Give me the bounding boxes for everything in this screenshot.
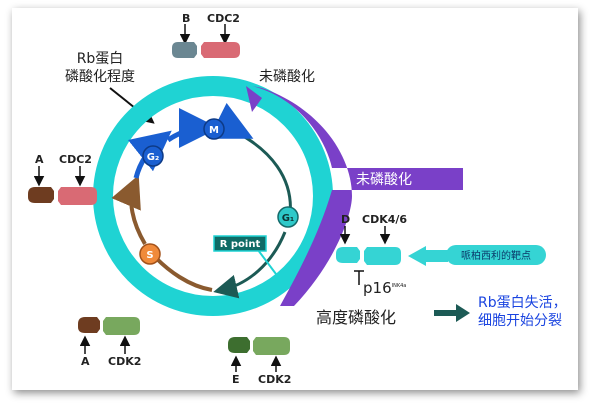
rb-label-line2: 磷酸化程度 bbox=[65, 69, 135, 85]
bottom-cyclin-label: E bbox=[232, 373, 240, 386]
complex-top bbox=[172, 24, 240, 58]
phosphorylation-ring bbox=[93, 76, 333, 316]
p16-inhibitor-label: p16INK4a bbox=[363, 279, 406, 297]
complex-bottom-left bbox=[78, 317, 140, 354]
g2-to-m-arc bbox=[166, 108, 219, 149]
right-cyclin-label: D bbox=[341, 213, 351, 226]
m-label: M bbox=[209, 125, 219, 136]
s-phase-arc bbox=[154, 256, 213, 292]
result-arrow bbox=[434, 304, 470, 322]
wedge-tip bbox=[246, 86, 262, 112]
complex-left bbox=[28, 166, 97, 205]
left-cyclin-label: A bbox=[35, 153, 44, 166]
bottom-left-cdk-label: CDK2 bbox=[108, 355, 142, 368]
r-point-connector bbox=[257, 249, 277, 275]
result-label: Rb蛋白失活， 细胞开始分裂 bbox=[478, 294, 567, 330]
r-point-label: R point bbox=[220, 239, 261, 250]
r-point-box bbox=[213, 235, 267, 252]
p16-inhibition-bar bbox=[354, 270, 364, 285]
target-label: 哌柏西利的靶点 bbox=[461, 249, 531, 262]
unphos-band-label: 未磷酸化 bbox=[356, 172, 412, 188]
m-bubble bbox=[203, 118, 225, 140]
result-line1: Rb蛋白失活， bbox=[478, 295, 567, 311]
top-cdk-label: CDC2 bbox=[207, 12, 240, 25]
g1-bubble bbox=[277, 206, 299, 228]
bottom-cdk-label: CDK2 bbox=[258, 373, 292, 386]
s-to-g2-arc bbox=[111, 174, 147, 246]
rb-label-line1: Rb蛋白 bbox=[76, 51, 124, 67]
left-cdk-label: CDC2 bbox=[59, 153, 92, 166]
g2-label: G₂ bbox=[147, 152, 160, 163]
p16-superscript: INK4a bbox=[391, 283, 407, 289]
target-arrow bbox=[408, 245, 546, 266]
g2-to-g1-arc bbox=[235, 130, 292, 217]
result-line2: 细胞开始分裂 bbox=[478, 313, 562, 329]
complex-right bbox=[336, 226, 401, 265]
complex-bottom bbox=[228, 337, 290, 372]
g1-to-rpoint-arc bbox=[213, 231, 287, 299]
rb-label: Rb蛋白 磷酸化程度 bbox=[56, 50, 144, 86]
high-phos-label: 高度磷酸化 bbox=[316, 308, 397, 327]
g2-bubble bbox=[142, 145, 164, 167]
s-label: S bbox=[146, 250, 153, 261]
right-cdk-label: CDK4/6 bbox=[362, 213, 408, 226]
bottom-left-cyclin-label: A bbox=[81, 355, 90, 368]
s-bubble bbox=[139, 243, 161, 265]
top-cyclin-label: B bbox=[182, 12, 191, 25]
unphos-top-label: 未磷酸化 bbox=[259, 69, 315, 85]
g1-label: G₁ bbox=[282, 213, 295, 224]
p16-main: p16 bbox=[363, 279, 392, 297]
